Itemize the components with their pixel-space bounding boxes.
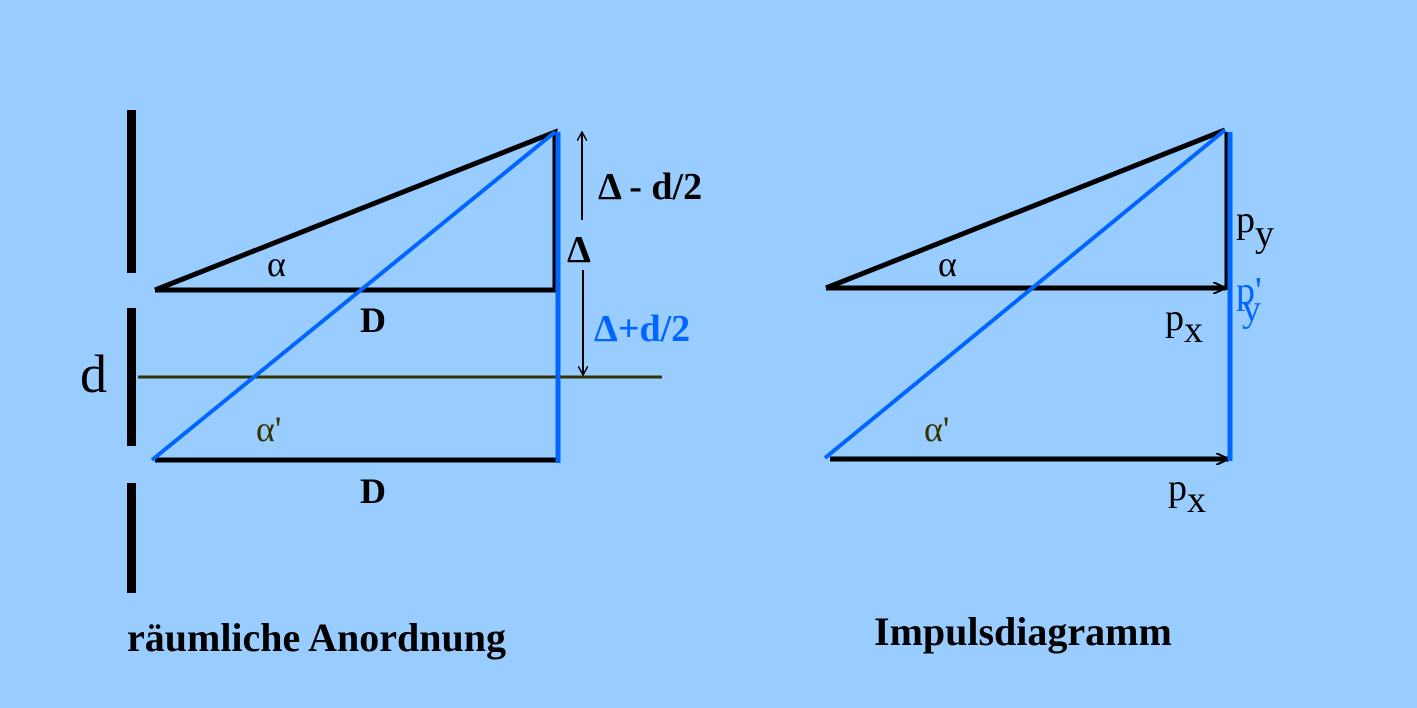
slit-barrier-top <box>127 110 136 273</box>
label-alpha: α <box>267 244 286 284</box>
blue-diagonal <box>150 130 557 462</box>
slit-barrier-bottom <box>127 483 136 593</box>
label-delta-minus: Δ - d/2 <box>598 166 702 208</box>
label-alpha-right: α <box>938 244 957 284</box>
slit-barrier-middle <box>127 308 136 446</box>
label-alpha-prime-right: α' <box>924 409 949 449</box>
momentum-diagonal <box>825 127 1226 291</box>
label-delta: Δ <box>567 229 591 271</box>
label-d: d <box>80 344 107 404</box>
title-spatial-arrangement: räumliche Anordnung <box>127 615 506 660</box>
upper-triangle <box>154 128 558 293</box>
label-D-lower: D <box>360 471 386 511</box>
spatial-arrangement: Δ - d/2 Δ Δ+d/2 α D d α' D räumliche Ano… <box>80 110 702 660</box>
label-D-upper: D <box>360 300 386 340</box>
label-px-lower: px <box>1168 467 1206 521</box>
title-momentum-diagram: Impulsdiagramm <box>874 609 1172 654</box>
label-py-prime: p'y <box>1236 270 1262 330</box>
label-alpha-prime: α' <box>256 409 281 449</box>
momentum-diagonal-prime <box>823 128 1227 460</box>
label-py: py <box>1236 199 1274 255</box>
label-delta-plus: Δ+d/2 <box>594 308 690 350</box>
label-px-upper: px <box>1165 297 1203 351</box>
momentum-diagram: α α' py p'y px px Impulsdiagramm <box>823 127 1274 654</box>
